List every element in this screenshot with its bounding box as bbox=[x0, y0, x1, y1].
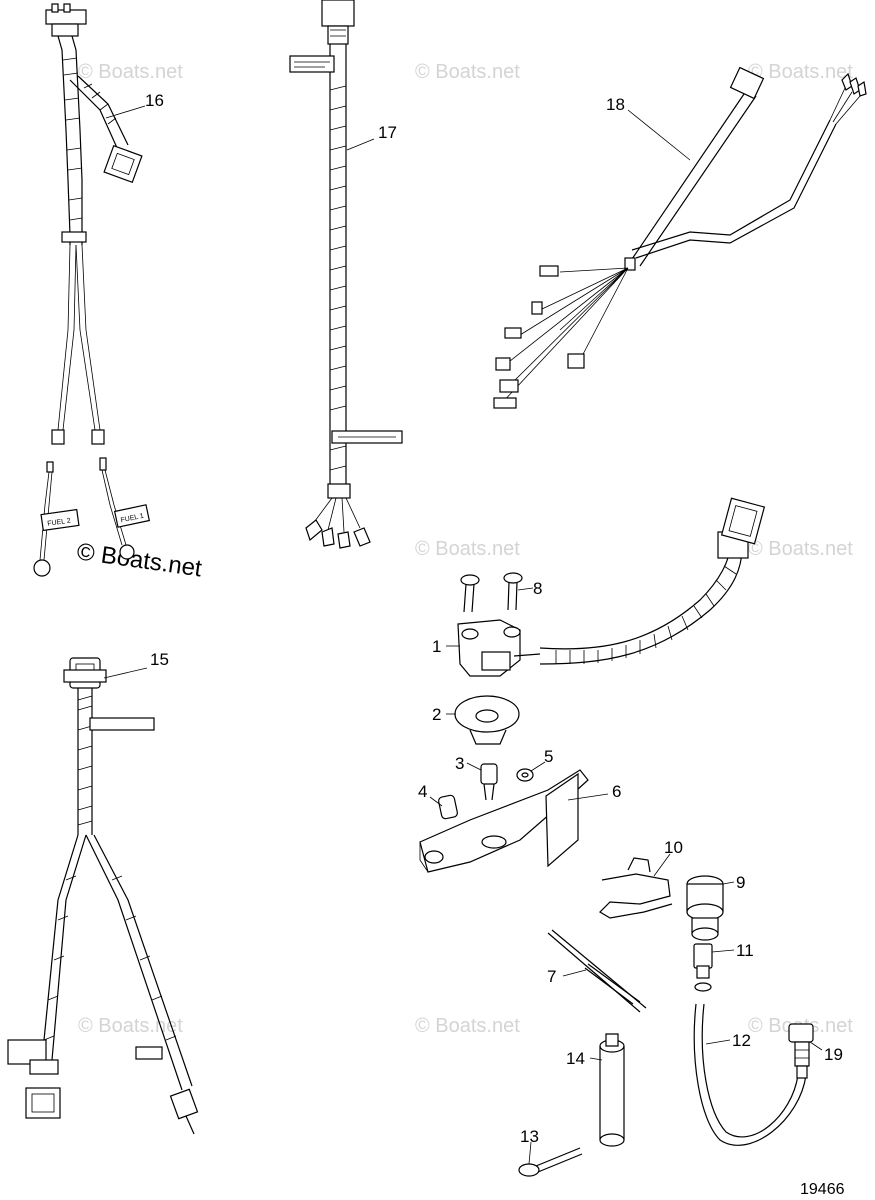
part-5-washer[interactable] bbox=[516, 768, 534, 782]
callout-9: 9 bbox=[736, 873, 745, 892]
callout-12: 12 bbox=[732, 1031, 751, 1050]
part-2-gasket[interactable] bbox=[454, 695, 520, 745]
watermark: © Boats.net bbox=[415, 1015, 520, 1037]
part-14-tube[interactable] bbox=[599, 1033, 625, 1147]
watermarks: © Boats.net © Boats.net © Boats.net © Bo… bbox=[75, 61, 853, 1037]
callout-4: 4 bbox=[418, 782, 427, 801]
part-19-valve[interactable] bbox=[788, 1023, 814, 1079]
callout-13: 13 bbox=[520, 1127, 539, 1146]
part-4-pin[interactable] bbox=[438, 794, 458, 820]
callout-17: 17 bbox=[378, 123, 397, 142]
fuel2-tag: FUEL 2 bbox=[40, 508, 80, 532]
part-9-sensor[interactable] bbox=[686, 875, 724, 941]
watermark: © Boats.net bbox=[78, 1015, 183, 1037]
callout-14: 14 bbox=[566, 1049, 585, 1068]
callout-15: 15 bbox=[150, 650, 169, 669]
callout-19: 19 bbox=[824, 1045, 843, 1064]
fuel1-tag: FUEL 1 bbox=[113, 504, 151, 528]
part-6-bracket[interactable] bbox=[419, 769, 589, 873]
watermark: © Boats.net bbox=[748, 61, 853, 83]
part-8-screws[interactable] bbox=[460, 572, 523, 613]
watermark: © Boats.net bbox=[78, 61, 183, 83]
watermark: © Boats.net bbox=[415, 61, 520, 83]
callout-8: 8 bbox=[533, 579, 542, 598]
callout-18: 18 bbox=[606, 95, 625, 114]
part-7-rod[interactable] bbox=[547, 929, 647, 1013]
callout-3: 3 bbox=[455, 754, 464, 773]
part-15-harness[interactable] bbox=[7, 657, 199, 1135]
callout-5: 5 bbox=[544, 747, 553, 766]
callout-16: 16 bbox=[145, 91, 164, 110]
part-18-harness[interactable] bbox=[493, 66, 867, 409]
callout-11: 11 bbox=[736, 941, 754, 960]
callout-6: 6 bbox=[612, 782, 621, 801]
fuel2-label: FUEL 2 bbox=[47, 518, 71, 528]
part-10-clip[interactable] bbox=[599, 857, 673, 919]
callout-10: 10 bbox=[664, 838, 683, 857]
callouts: 16 17 18 15 8 1 2 3 5 4 6 10 9 11 7 12 1 bbox=[103, 91, 843, 1165]
part-12-hose[interactable] bbox=[693, 1003, 807, 1146]
part-3-bushing[interactable] bbox=[480, 763, 498, 801]
watermark: © Boats.net bbox=[748, 538, 853, 560]
part-17-harness[interactable] bbox=[289, 0, 403, 549]
watermark-main: © Boats.net bbox=[75, 538, 204, 582]
part-13-cotter-pin[interactable] bbox=[518, 1147, 583, 1177]
watermark: © Boats.net bbox=[415, 538, 520, 560]
part-1-sensor[interactable] bbox=[457, 497, 766, 677]
diagram-number: 19466 bbox=[800, 1181, 845, 1198]
fuel1-label: FUEL 1 bbox=[120, 513, 145, 525]
callout-7: 7 bbox=[547, 967, 556, 986]
callout-1: 1 bbox=[432, 637, 441, 656]
part-11-fitting[interactable] bbox=[693, 943, 713, 992]
part-16-harness[interactable]: FUEL 2 FUEL 1 bbox=[33, 3, 151, 577]
callout-2: 2 bbox=[432, 705, 441, 724]
